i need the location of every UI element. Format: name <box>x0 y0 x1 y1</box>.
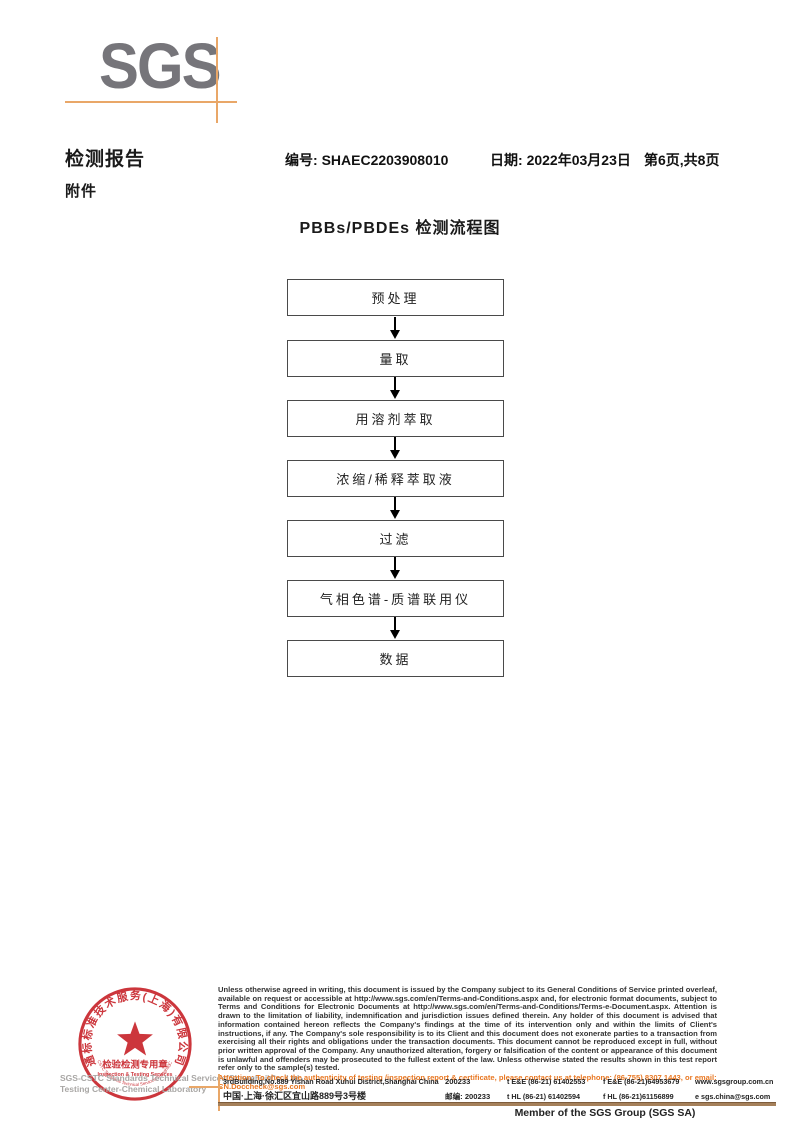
flow-step-gcms: 气相色谱-质谱联用仪 <box>287 580 504 617</box>
page-title: 检测报告 <box>65 149 146 170</box>
page-indicator: 第6页,共8页 <box>644 152 720 168</box>
fax-ee: f E&E (86-21)64953679 <box>603 1077 680 1086</box>
address-row-chinese: 中国·上海·徐汇区宜山路889号3号楼 邮编: 200233 t HL (86-… <box>223 1089 783 1101</box>
logo-crosshair-vertical-line <box>216 37 218 123</box>
report-date-label: 日期: <box>490 152 523 168</box>
lab-name-line2: Testing Center-Chemical Laboratory <box>60 1084 207 1095</box>
footer-divider-line <box>218 1102 776 1106</box>
fax-hl: f HL (86-21)61156899 <box>603 1092 674 1101</box>
stamp-icon: 通标标准技术服务(上海)有限公司 检验检测专用章 Inspection & Te… <box>74 981 192 1101</box>
phone-ee: t E&E (86-21) 61402553 <box>507 1077 586 1086</box>
street-address-en: 3rdBuilding,No.889 Yishan Road Xuhui Dis… <box>223 1077 439 1086</box>
logo-crosshair-horizontal-line <box>65 101 237 103</box>
report-number-value: SHAEC2203908010 <box>321 152 449 168</box>
flow-step-filter: 过滤 <box>287 520 504 557</box>
lab-name-line1: SGS-CSTC Standards Technical Services(Sh… <box>60 1073 302 1083</box>
address-crosshair-horizontal-line <box>189 1086 222 1088</box>
inspection-stamp-seal: 通标标准技术服务(上海)有限公司 检验检测专用章 Inspection & Te… <box>74 981 194 1103</box>
report-date-value: 2022年03月23日 <box>526 152 631 168</box>
down-arrow-icon <box>388 617 402 639</box>
flow-step-pretreatment: 预处理 <box>287 279 504 316</box>
phone-hl: t HL (86-21) 61402594 <box>507 1092 580 1101</box>
address-crosshair-vertical-line <box>218 1074 220 1111</box>
legal-disclaimer: Unless otherwise agreed in writing, this… <box>218 985 717 1092</box>
down-arrow-icon <box>388 437 402 459</box>
postcode-en: 200233 <box>445 1077 471 1086</box>
report-number: 编号: SHAEC2203908010 <box>285 150 448 170</box>
website-url: www.sgsgroup.com.cn <box>695 1077 774 1086</box>
stamp-center-line2: Inspection & Testing Services <box>98 1072 173 1078</box>
flowchart-title: PBBs/PBDEs 检测流程图 <box>299 220 501 237</box>
sgs-group-member-text: Member of the SGS Group (SGS SA) <box>514 1107 696 1119</box>
down-arrow-icon <box>388 377 402 399</box>
report-number-label: 编号: <box>285 152 318 168</box>
lab-name-block: SGS-CSTC Standards Technical Services(Sh… <box>60 1073 302 1096</box>
down-arrow-icon <box>388 497 402 519</box>
flow-step-data: 数据 <box>287 640 504 677</box>
postcode-cn: 邮编: 200233 <box>445 1092 491 1101</box>
report-date: 日期: 2022年03月23日 <box>490 150 631 170</box>
stamp-center-line1: 检验检测专用章 <box>102 1059 168 1070</box>
down-arrow-icon <box>388 317 402 339</box>
street-address-cn: 中国·上海·徐汇区宜山路889号3号楼 <box>223 1091 367 1101</box>
flow-step-solvent-extraction: 用溶剂萃取 <box>287 400 504 437</box>
stamp-star-icon <box>117 1021 153 1056</box>
down-arrow-icon <box>388 557 402 579</box>
sgs-logo: SGS <box>99 31 222 103</box>
flow-step-measure: 量取 <box>287 340 504 377</box>
attachment-label: 附件 <box>65 183 98 200</box>
address-row-english: 3rdBuilding,No.889 Yishan Road Xuhui Dis… <box>223 1077 783 1089</box>
email-address: e sgs.china@sgs.com <box>695 1092 771 1101</box>
address-block: 3rdBuilding,No.889 Yishan Road Xuhui Dis… <box>223 1077 783 1101</box>
flow-step-concentrate-dilute: 浓缩/稀释萃取液 <box>287 460 504 497</box>
legal-disclaimer-text: Unless otherwise agreed in writing, this… <box>218 985 717 1073</box>
attention-notice: Attention: To check the authenticity of … <box>218 1073 717 1091</box>
